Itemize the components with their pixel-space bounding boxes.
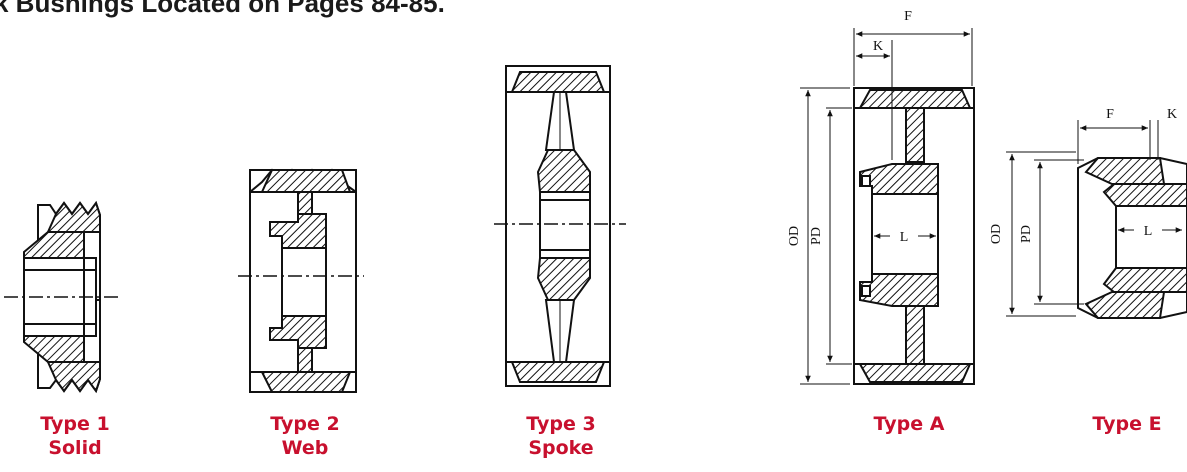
type-e-name: Type E <box>1092 413 1162 435</box>
type-e-pd-label: PD <box>1019 225 1034 243</box>
type-e-f-label: F <box>1106 107 1114 122</box>
type-2-name: Type 2 <box>270 413 340 435</box>
type-2-caption: Type 2 Web <box>254 412 356 460</box>
type-2-sub: Web <box>281 437 329 459</box>
type-a-k-label: K <box>873 39 883 54</box>
type-e-caption: Type E <box>1074 412 1180 436</box>
type-1-name: Type 1 <box>40 413 110 435</box>
type-3-caption: Type 3 Spoke <box>510 412 612 460</box>
type-e-od-label: OD <box>989 224 1004 244</box>
type-3-name: Type 3 <box>526 413 596 435</box>
type-e-k-label: K <box>1167 107 1177 122</box>
type-2-web-drawing <box>238 168 364 393</box>
type-a-drawing <box>800 28 975 385</box>
type-1-caption: Type 1 Solid <box>24 412 126 460</box>
type-1-solid-drawing <box>4 200 118 394</box>
type-3-sub: Spoke <box>528 437 594 459</box>
type-a-pd-label: PD <box>809 227 824 245</box>
type-e-l-label: L <box>1144 224 1153 239</box>
type-3-spoke-drawing <box>494 65 626 387</box>
page-heading: k Bushings Located on Pages 84-85. <box>0 0 445 18</box>
type-1-sub: Solid <box>48 437 102 459</box>
type-a-l-label: L <box>900 230 909 245</box>
type-e-drawing <box>1006 120 1187 319</box>
type-a-name: Type A <box>873 413 945 435</box>
type-a-caption: Type A <box>856 412 962 436</box>
type-a-od-label: OD <box>787 226 802 246</box>
type-a-f-label: F <box>904 9 912 24</box>
